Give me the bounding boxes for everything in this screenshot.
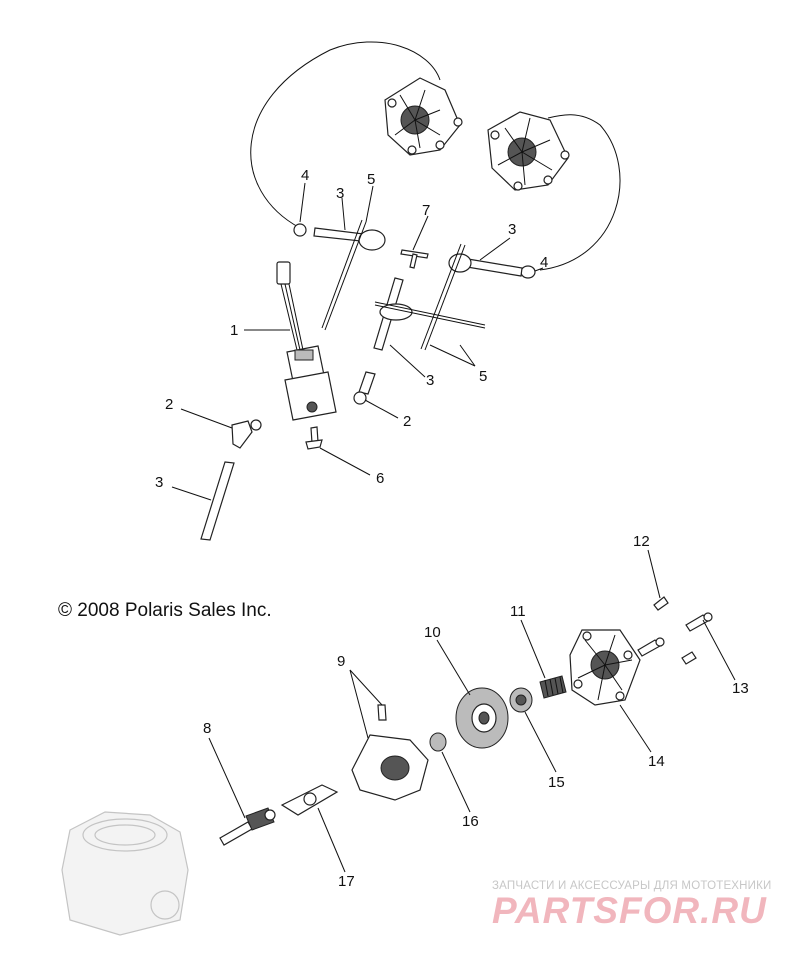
tie-right	[420, 243, 472, 351]
tie-lower	[374, 301, 486, 329]
callout-2b: 2	[403, 413, 411, 430]
screw-13a	[637, 637, 665, 657]
callout-3b: 3	[508, 221, 516, 238]
cap-left	[293, 223, 307, 237]
callout-16: 16	[462, 813, 479, 830]
solenoid	[276, 261, 337, 421]
screw-13c	[681, 651, 697, 665]
callout-3d: 3	[155, 474, 163, 491]
elbow-fitting-right	[353, 371, 376, 405]
watermark-tagline: ЗАПЧАСТИ И АКСЕССУАРЫ ДЛЯ МОТОТЕХНИКИ	[492, 880, 772, 892]
valve-cover-upper-right	[487, 111, 570, 191]
callout-4a: 4	[301, 167, 309, 184]
callout-7: 7	[422, 202, 430, 219]
screw-12	[653, 596, 669, 611]
callout-12: 12	[633, 533, 650, 550]
callout-15: 15	[548, 774, 565, 791]
callout-1: 1	[230, 322, 238, 339]
callout-17: 17	[338, 873, 355, 890]
valve-cover-upper-left	[384, 77, 463, 156]
callout-4b: 4	[540, 254, 548, 271]
callout-3c: 3	[426, 372, 434, 389]
t-fitting	[400, 249, 429, 269]
watermark-logo: PARTSFOR.RU	[492, 890, 767, 931]
tie-upper	[321, 219, 386, 331]
callout-14: 14	[648, 753, 665, 770]
engine-cylinder-ghost	[61, 811, 189, 936]
hose-lower	[200, 461, 235, 541]
valve-cover-lower	[569, 629, 641, 706]
callout-13: 13	[732, 680, 749, 697]
callout-5a: 5	[367, 171, 375, 188]
routing-loop-right	[539, 114, 621, 271]
cap-right	[520, 265, 536, 279]
elbow-fitting-left	[231, 419, 262, 449]
copyright-text: © 2008 Polaris Sales Inc.	[58, 600, 272, 621]
washer	[429, 732, 447, 752]
screw	[305, 426, 323, 450]
callout-2a: 2	[165, 396, 173, 413]
callout-8: 8	[203, 720, 211, 737]
diaphragm	[455, 687, 509, 749]
callout-6: 6	[376, 470, 384, 487]
gasket	[280, 784, 339, 816]
routing-loop-left	[250, 41, 441, 229]
screw-13b	[685, 612, 713, 632]
spring	[539, 675, 567, 699]
callout-11: 11	[510, 603, 526, 620]
callout-3a: 3	[336, 185, 344, 202]
callout-9: 9	[337, 653, 345, 670]
sensor-probe	[219, 807, 276, 846]
spring-cup	[509, 687, 533, 713]
callout-10: 10	[424, 624, 441, 641]
callout-5b: 5	[479, 368, 487, 385]
valve-housing	[351, 704, 429, 801]
